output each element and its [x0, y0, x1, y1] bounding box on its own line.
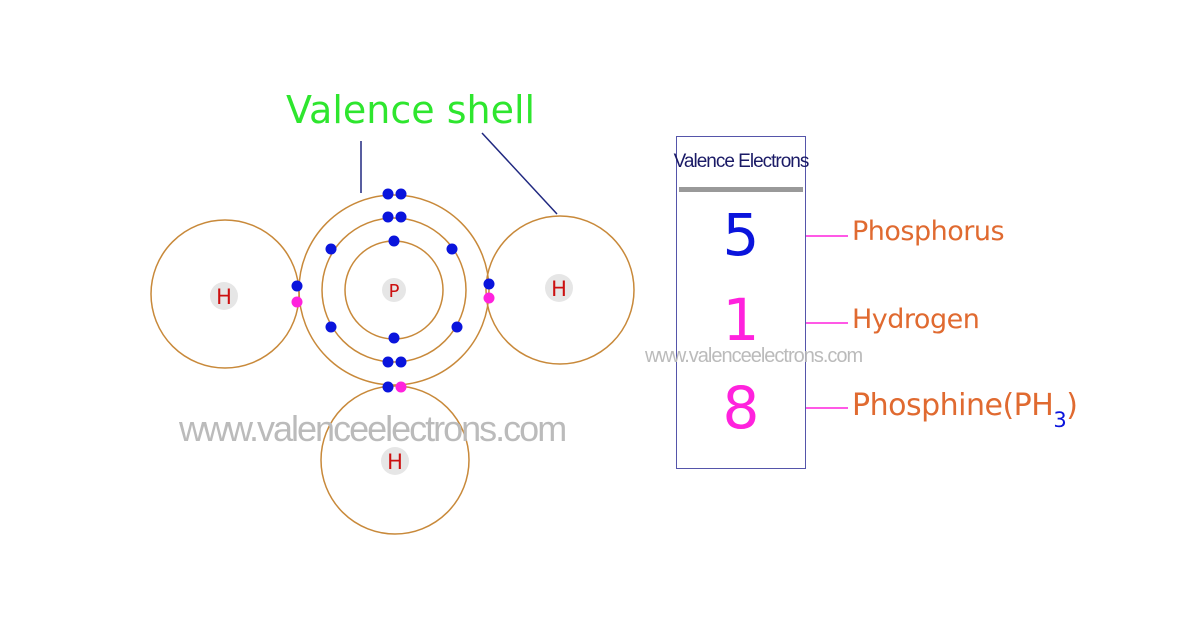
valence-electrons-table: Valence Electrons 5 1 8	[673, 136, 810, 469]
hydrogen-bottom-orbit	[320, 385, 470, 535]
electron	[395, 188, 407, 200]
electrons	[291, 188, 495, 393]
nucleus-h-left	[210, 282, 238, 310]
pointer-lines	[360, 132, 558, 215]
watermark-main: www.valenceelectrons.com	[179, 408, 567, 449]
electron	[483, 278, 495, 290]
electron	[382, 211, 394, 223]
atom-label-p: P	[389, 281, 400, 302]
valence-shell-label: Valence shell	[286, 88, 536, 132]
table-header: Valence Electrons	[673, 151, 810, 172]
electron	[451, 321, 463, 333]
electron	[395, 211, 407, 223]
nucleus-h-bottom	[381, 447, 409, 475]
phosphorus-shell-2	[321, 217, 467, 363]
hydrogen-right-orbit	[485, 215, 635, 365]
phosphine-valence-count: 8	[722, 374, 760, 442]
table-leader-lines	[806, 235, 848, 409]
electron	[388, 332, 400, 344]
hydrogen-valence-count: 1	[722, 286, 760, 354]
electron	[388, 235, 400, 247]
shared-electron	[291, 296, 303, 308]
electron	[291, 280, 303, 292]
shared-electron	[483, 292, 495, 304]
atom-nuclei: P H H H	[210, 274, 573, 475]
header-divider	[679, 187, 803, 192]
valence-pointer-right	[481, 132, 558, 215]
label-phosphine: Phosphine(PH3)	[852, 388, 1078, 432]
nucleus-h-right	[545, 274, 573, 302]
electron	[395, 356, 407, 368]
electron	[382, 381, 394, 393]
label-phosphine-text: Phosphine(PH	[852, 388, 1054, 423]
label-phosphorus: Phosphorus	[852, 216, 1005, 247]
electron	[382, 356, 394, 368]
atom-label-h-left: H	[216, 285, 232, 309]
atom-label-h-right: H	[551, 277, 567, 301]
electron	[446, 243, 458, 255]
nucleus-p	[382, 278, 406, 302]
watermark-small: www.valenceelectrons.com	[645, 345, 863, 367]
shared-electron	[395, 381, 407, 393]
label-phosphine-close: )	[1066, 388, 1078, 423]
atom-label-h-bottom: H	[387, 450, 403, 474]
electron	[382, 188, 394, 200]
label-phosphine-subscript: 3	[1053, 408, 1067, 432]
electron	[325, 243, 337, 255]
phosphorus-valence-count: 5	[722, 201, 760, 269]
label-hydrogen: Hydrogen	[852, 304, 980, 335]
electron	[325, 321, 337, 333]
